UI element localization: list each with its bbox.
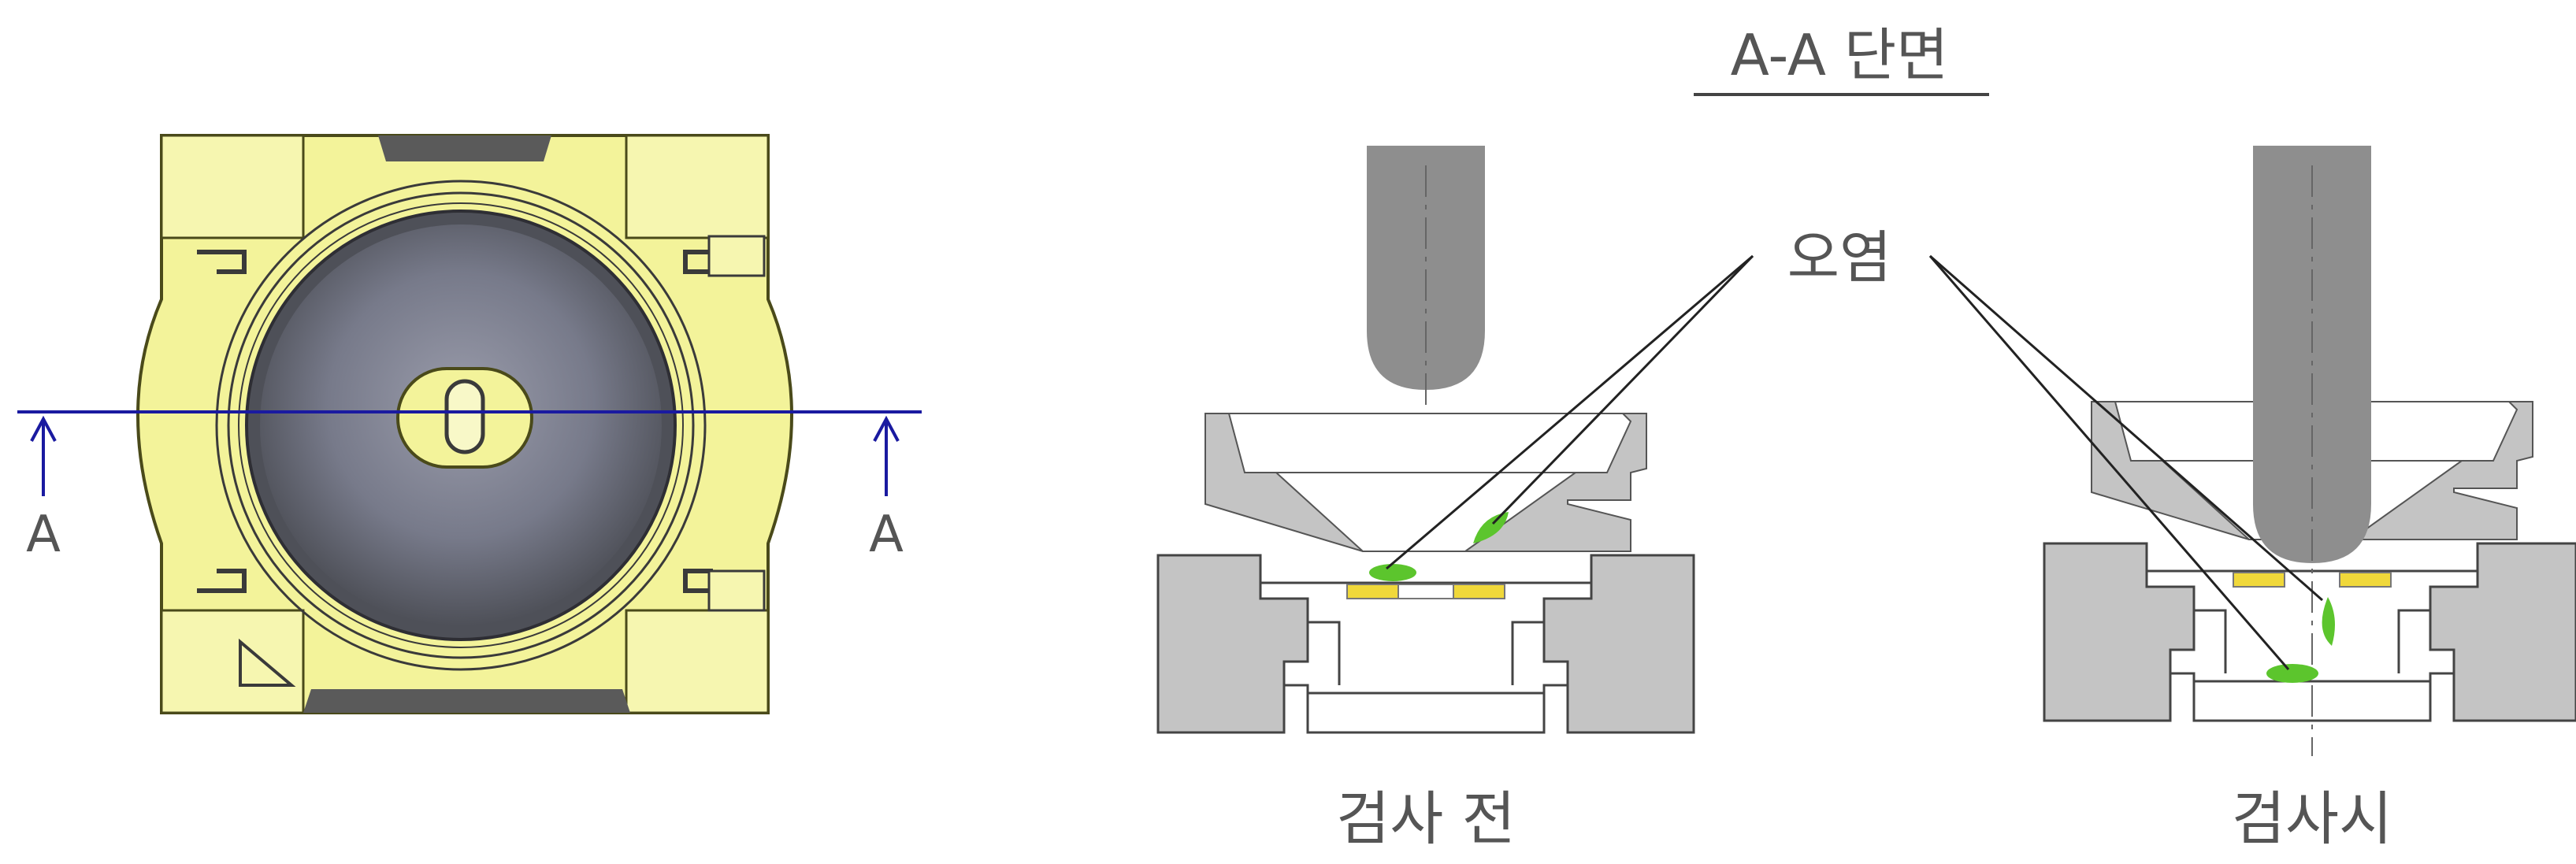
top-notch bbox=[378, 135, 551, 161]
cavity-during-step bbox=[2194, 609, 2430, 683]
section-arrow-right-head bbox=[873, 415, 900, 442]
orientation-triangle bbox=[239, 638, 296, 687]
bottom-notch bbox=[303, 689, 630, 713]
pad-bottom-right bbox=[707, 569, 766, 612]
pointer-line-1 bbox=[1386, 254, 1754, 570]
probe-during bbox=[2253, 146, 2371, 563]
contamination-before-lens bbox=[1473, 512, 1509, 543]
cavity-before-step bbox=[1308, 621, 1544, 695]
pointer-line-4 bbox=[1928, 255, 2290, 670]
contamination-label: 오염 bbox=[1787, 224, 1891, 291]
pad-during-right bbox=[2339, 572, 2392, 588]
caption-during: 검사시 bbox=[2232, 785, 2392, 853]
section-letter-left: A bbox=[26, 506, 61, 564]
section-before: 검사 전 bbox=[1156, 146, 1754, 853]
cavity-before bbox=[1259, 581, 1593, 734]
pad-before-left bbox=[1346, 584, 1399, 599]
clip-top-left bbox=[197, 250, 247, 274]
section-during: 검사시 bbox=[1928, 146, 2576, 853]
top-right-tab bbox=[625, 134, 770, 239]
top-view: A A bbox=[17, 134, 922, 714]
cap-before-lens-cone bbox=[1274, 472, 1579, 552]
bottom-right-tab bbox=[625, 609, 770, 714]
pointer-line-3 bbox=[1929, 254, 2323, 602]
probe-before bbox=[1367, 146, 1485, 390]
contamination-during-lens bbox=[2322, 597, 2335, 646]
section-arrow-left-head bbox=[30, 415, 57, 442]
pad-before-right bbox=[1453, 584, 1505, 599]
pad-top-right bbox=[707, 235, 766, 277]
outer-ring-3 bbox=[238, 202, 684, 648]
bottom-left-tab bbox=[160, 609, 305, 714]
pad-before-center bbox=[1397, 584, 1454, 599]
pad-during-left bbox=[2233, 572, 2285, 588]
section-title: A-A 단면 bbox=[1731, 22, 1949, 88]
outer-ring-2 bbox=[227, 191, 695, 659]
clip-bottom-left bbox=[197, 569, 247, 593]
cap-before-window bbox=[1227, 413, 1632, 473]
center-slot bbox=[444, 379, 485, 454]
pointer-line-2 bbox=[1491, 254, 1754, 525]
outer-ring bbox=[215, 180, 707, 671]
top-left-tab bbox=[160, 134, 305, 239]
contamination-during-floor bbox=[2266, 664, 2318, 683]
contamination-before-sensor bbox=[1369, 564, 1416, 581]
caption-before: 검사 전 bbox=[1336, 785, 1516, 853]
section-letter-right: A bbox=[869, 506, 904, 564]
